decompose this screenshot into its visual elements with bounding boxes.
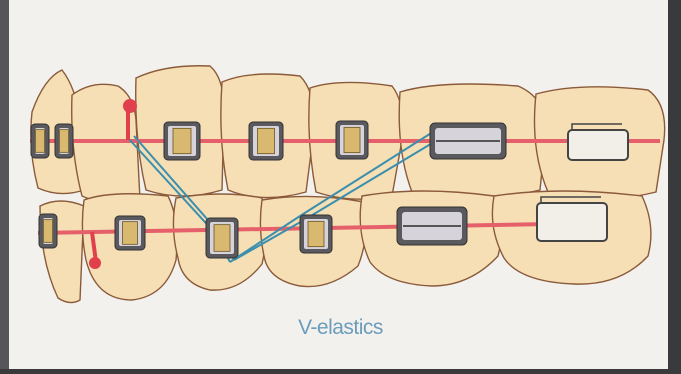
lower-bracket-3 — [206, 218, 238, 258]
upper-bracket-2 — [55, 124, 73, 158]
upper-bracket-5 — [336, 121, 368, 159]
lower-molar-tube-1 — [397, 207, 467, 245]
upper-hook-ball — [123, 99, 137, 113]
lower-bracket-4 — [300, 215, 332, 253]
upper-bracket-1 — [31, 124, 49, 158]
upper-bracket-3 — [164, 122, 200, 160]
lower-bracket-2 — [115, 216, 145, 250]
lower-hook-ball — [89, 257, 101, 269]
left-shadow-edge — [0, 0, 9, 369]
upper-molar-tube-1 — [430, 123, 506, 159]
lower-molar-tube-2 — [537, 197, 607, 241]
lower-bracket-1 — [39, 214, 57, 248]
right-frame — [668, 0, 681, 369]
upper-molar-tube-2 — [568, 124, 628, 160]
figure-caption: V-elastics — [0, 316, 681, 340]
upper-bracket-4 — [249, 122, 283, 160]
